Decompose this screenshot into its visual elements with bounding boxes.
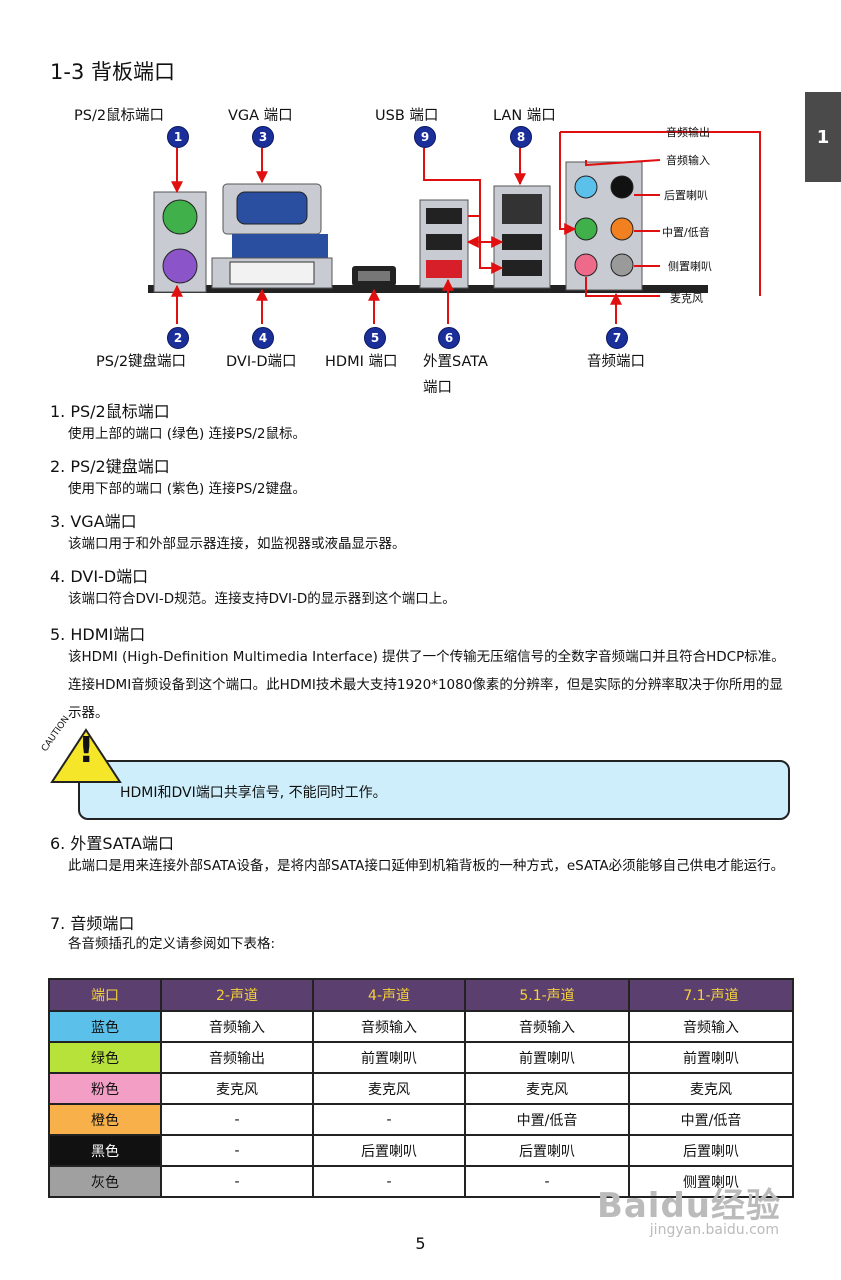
table-cell: 侧置喇叭 bbox=[628, 1165, 794, 1198]
table-row: 黑色-后置喇叭后置喇叭后置喇叭 bbox=[48, 1134, 794, 1167]
badge-5: 5 bbox=[364, 327, 386, 349]
table-row: 绿色音频输出前置喇叭前置喇叭前置喇叭 bbox=[48, 1041, 794, 1074]
table-cell: 中置/低音 bbox=[628, 1103, 794, 1136]
table-cell: 前置喇叭 bbox=[628, 1041, 794, 1074]
table-header-4: 7.1-声道 bbox=[628, 978, 794, 1012]
label-dvi-d: DVI-D端口 bbox=[226, 354, 297, 370]
section-6-heading: 6. 外置SATA端口 bbox=[50, 834, 174, 853]
section-1-body: 使用上部的端口 (绿色) 连接PS/2鼠标。 bbox=[68, 426, 306, 442]
table-header-1: 2-声道 bbox=[159, 978, 315, 1012]
watermark: Baidu经验 bbox=[596, 1186, 781, 1226]
table-cell: 后置喇叭 bbox=[312, 1134, 467, 1167]
label-hdmi: HDMI 端口 bbox=[325, 354, 398, 370]
port-color-cell: 灰色 bbox=[48, 1165, 162, 1198]
table-row: 粉色麦克风麦克风麦克风麦克风 bbox=[48, 1072, 794, 1105]
section-3-heading: 3. VGA端口 bbox=[50, 512, 137, 531]
badge-9: 9 bbox=[414, 126, 436, 148]
section-5-heading: 5. HDMI端口 bbox=[50, 625, 146, 644]
table-cell: 音频输入 bbox=[312, 1010, 467, 1043]
section-2-heading: 2. PS/2键盘端口 bbox=[50, 457, 170, 476]
audio-label-mic: 麦克风 bbox=[670, 292, 703, 305]
port-color-cell: 绿色 bbox=[48, 1041, 162, 1074]
label-vga: VGA 端口 bbox=[228, 108, 293, 124]
label-audio: 音频端口 bbox=[587, 354, 645, 370]
badge-1: 1 bbox=[167, 126, 189, 148]
table-cell: 麦克风 bbox=[159, 1072, 315, 1105]
table-cell: 前置喇叭 bbox=[464, 1041, 630, 1074]
table-cell: - bbox=[312, 1165, 467, 1198]
audio-label-side: 侧置喇叭 bbox=[668, 260, 712, 273]
page-title: 1-3 背板端口 bbox=[50, 60, 175, 84]
table-header-0: 端口 bbox=[48, 978, 162, 1012]
table-body: 蓝色音频输入音频输入音频输入音频输入绿色音频输出前置喇叭前置喇叭前置喇叭粉色麦克… bbox=[48, 1010, 794, 1198]
badge-6: 6 bbox=[438, 327, 460, 349]
port-color-cell: 橙色 bbox=[48, 1103, 162, 1136]
table-cell: 后置喇叭 bbox=[628, 1134, 794, 1167]
table-cell: - bbox=[159, 1134, 315, 1167]
section-3-body: 该端口用于和外部显示器连接，如监视器或液晶显示器。 bbox=[68, 536, 406, 552]
label-lan: LAN 端口 bbox=[493, 108, 556, 124]
section-6-body: 此端口是用来连接外部SATA设备，是将内部SATA接口延伸到机箱背板的一种方式，… bbox=[68, 858, 785, 874]
section-5-body: 该HDMI (High-Definition Multimedia Interf… bbox=[68, 649, 785, 721]
caution-icon bbox=[50, 728, 122, 783]
audio-label-in: 音频输入 bbox=[666, 154, 710, 167]
label-ps2-mouse: PS/2鼠标端口 bbox=[74, 108, 165, 124]
audio-label-rear: 后置喇叭 bbox=[664, 189, 708, 202]
table-header-2: 4-声道 bbox=[312, 978, 467, 1012]
table-cell: 前置喇叭 bbox=[312, 1041, 467, 1074]
section-4-heading: 4. DVI-D端口 bbox=[50, 567, 149, 586]
label-usb: USB 端口 bbox=[375, 108, 439, 124]
table-row: 蓝色音频输入音频输入音频输入音频输入 bbox=[48, 1010, 794, 1043]
label-ps2-keyboard: PS/2键盘端口 bbox=[96, 354, 187, 370]
badge-8: 8 bbox=[510, 126, 532, 148]
table-row: 灰色---侧置喇叭 bbox=[48, 1165, 794, 1198]
section-2-body: 使用下部的端口 (紫色) 连接PS/2键盘。 bbox=[68, 481, 306, 497]
audio-label-center: 中置/低音 bbox=[662, 226, 710, 239]
page-number: 5 bbox=[415, 1234, 426, 1253]
table-cell: 音频输入 bbox=[159, 1010, 315, 1043]
table-cell: 中置/低音 bbox=[464, 1103, 630, 1136]
chapter-tab: 1 bbox=[805, 92, 841, 182]
table-cell: 音频输入 bbox=[628, 1010, 794, 1043]
table-header-3: 5.1-声道 bbox=[464, 978, 630, 1012]
table-cell: - bbox=[312, 1103, 467, 1136]
section-7-body: 各音频插孔的定义请参阅如下表格: bbox=[68, 936, 276, 952]
label-esata-2: 端口 bbox=[423, 380, 452, 396]
table-cell: - bbox=[159, 1103, 315, 1136]
audio-label-out: 音频输出 bbox=[666, 126, 710, 139]
port-color-cell: 粉色 bbox=[48, 1072, 162, 1105]
badge-3: 3 bbox=[252, 126, 274, 148]
back-panel-diagram: PS/2鼠标端口 VGA 端口 USB 端口 LAN 端口 bbox=[40, 100, 800, 396]
ports-svg bbox=[148, 131, 761, 324]
table-cell: 音频输出 bbox=[159, 1041, 315, 1074]
table-cell: 麦克风 bbox=[464, 1072, 630, 1105]
badge-7: 7 bbox=[606, 327, 628, 349]
port-color-cell: 蓝色 bbox=[48, 1010, 162, 1043]
table-row: 橙色--中置/低音中置/低音 bbox=[48, 1103, 794, 1136]
section-7-heading: 7. 音频端口 bbox=[50, 914, 135, 933]
table-cell: - bbox=[159, 1165, 315, 1198]
caution-box bbox=[78, 760, 790, 820]
label-esata: 外置SATA bbox=[423, 354, 488, 370]
table-cell: 音频输入 bbox=[464, 1010, 630, 1043]
table-cell: - bbox=[464, 1165, 630, 1198]
table-cell: 后置喇叭 bbox=[464, 1134, 630, 1167]
watermark-url: jingyan.baidu.com bbox=[649, 1222, 779, 1238]
section-1-heading: 1. PS/2鼠标端口 bbox=[50, 402, 170, 421]
table-cell: 麦克风 bbox=[312, 1072, 467, 1105]
port-color-cell: 黑色 bbox=[48, 1134, 162, 1167]
caution-mark: ! bbox=[78, 730, 95, 771]
table-cell: 麦克风 bbox=[628, 1072, 794, 1105]
badge-2: 2 bbox=[167, 327, 189, 349]
badge-4: 4 bbox=[252, 327, 274, 349]
caution-text: HDMI和DVI端口共享信号, 不能同时工作。 bbox=[120, 785, 387, 801]
section-4-body: 该端口符合DVI-D规范。连接支持DVI-D的显示器到这个端口上。 bbox=[68, 591, 456, 607]
